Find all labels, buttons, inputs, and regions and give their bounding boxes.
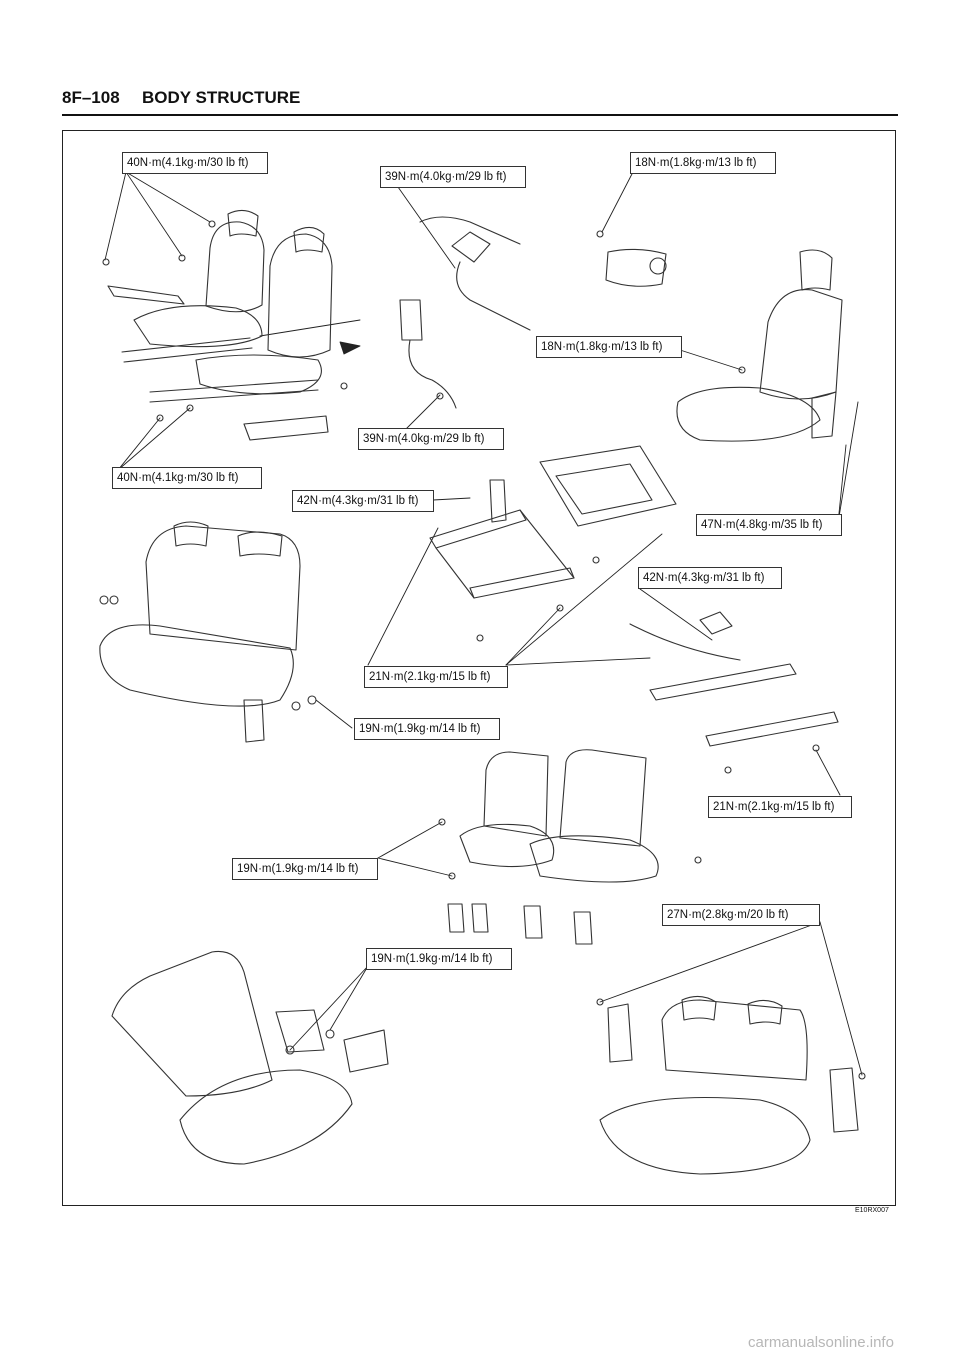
split-third-row-seats — [438, 749, 702, 945]
seat-slide-rails — [629, 611, 839, 774]
seat-belt-buckle-assembly — [399, 216, 531, 409]
header-rule — [62, 114, 898, 116]
leader-lines — [104, 171, 863, 1076]
section-title: BODY STRUCTURE — [142, 88, 301, 107]
third-row-bench-seat — [596, 995, 866, 1175]
front-passenger-seat — [596, 230, 843, 442]
torque-label-rail-mount: 21N·m(2.1kg·m/15 lb ft) — [364, 666, 508, 688]
watermark: carmanualsonline.info — [748, 1334, 894, 1351]
figure-frame — [62, 130, 896, 1206]
torque-label-recliner-bolt: 18N·m(1.8kg·m/13 lb ft) — [630, 152, 776, 174]
torque-label-belt-anchor: 39N·m(4.0kg·m/29 lb ft) — [380, 166, 526, 188]
torque-label-front-seat-upper: 40N·m(4.1kg·m/30 lb ft) — [122, 152, 268, 174]
torque-label-jump-seat: 19N·m(1.9kg·m/14 lb ft) — [366, 948, 512, 970]
front-seat-assembly — [102, 209, 348, 441]
figure-code: E10RX007 — [855, 1207, 889, 1214]
torque-label-seat-hinge: 18N·m(1.8kg·m/13 lb ft) — [536, 336, 682, 358]
torque-label-slide-rail: 21N·m(2.1kg·m/15 lb ft) — [708, 796, 852, 818]
torque-label-rail-right: 42N·m(4.3kg·m/31 lb ft) — [638, 567, 782, 589]
torque-label-split-seat: 19N·m(1.9kg·m/14 lb ft) — [232, 858, 378, 880]
torque-label-front-seat-lower: 40N·m(4.1kg·m/30 lb ft) — [112, 467, 262, 489]
jump-seat-assembly — [111, 950, 389, 1165]
torque-label-rail-front: 42N·m(4.3kg·m/31 lb ft) — [292, 490, 434, 512]
torque-label-bench-bracket: 19N·m(1.9kg·m/14 lb ft) — [354, 718, 500, 740]
seat-rail-assembly — [429, 445, 677, 642]
second-row-bench-seat — [99, 521, 317, 743]
torque-label-buckle-bolt: 39N·m(4.0kg·m/29 lb ft) — [358, 428, 504, 450]
torque-label-rear-hinge: 27N·m(2.8kg·m/20 lb ft) — [662, 904, 820, 926]
torque-label-seat-bracket: 47N·m(4.8kg·m/35 lb ft) — [696, 514, 842, 536]
page-number: 8F–108 — [62, 88, 120, 107]
